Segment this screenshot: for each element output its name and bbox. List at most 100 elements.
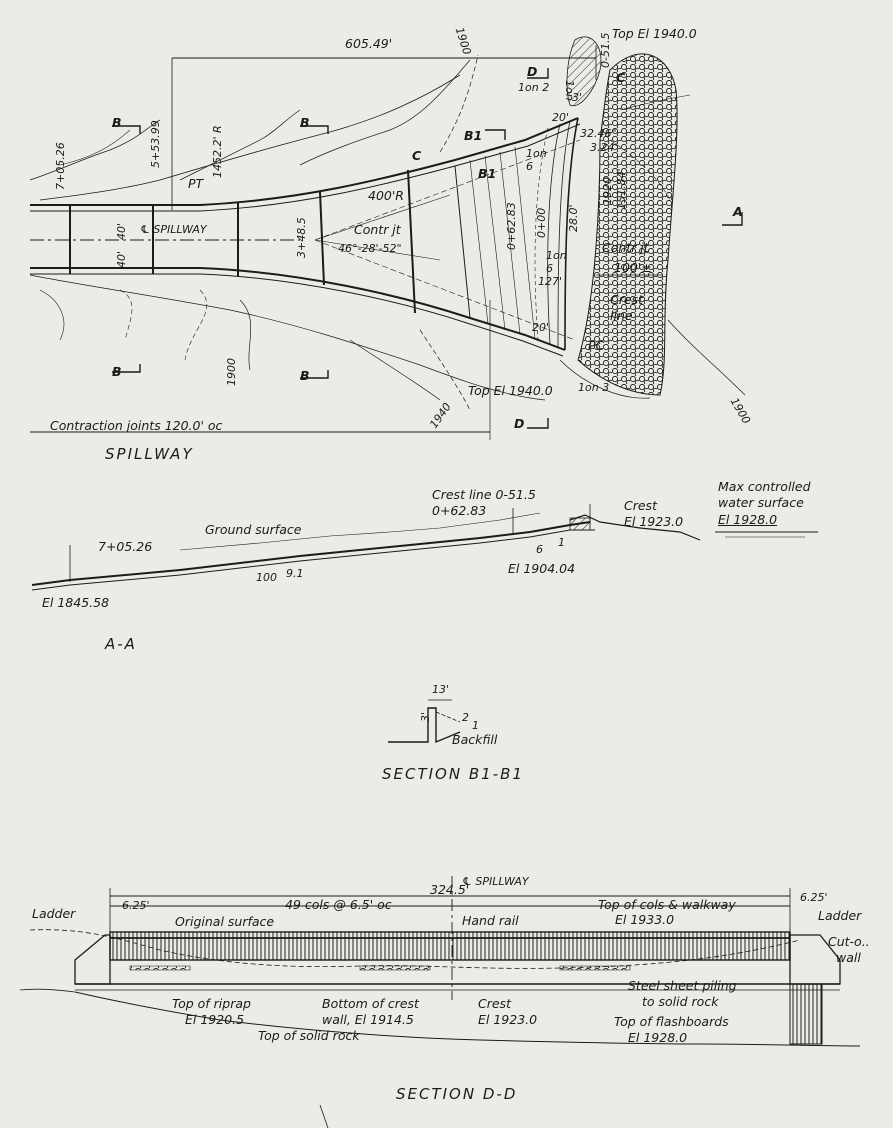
aa-water-surface: water surface xyxy=(718,495,804,510)
plan-radius-1452: 1452.2' R xyxy=(211,125,224,178)
dd-cols: 49 cols @ 6.5' oc xyxy=(285,897,392,912)
plan-top-el-lower: Top El 1940.0 xyxy=(468,383,553,398)
plan-dim-20-upper: 20' xyxy=(552,111,570,124)
section-dd-view xyxy=(19,876,861,1128)
plan-contour-1900-left: 1900 xyxy=(225,358,238,386)
aa-slope-6: 6 xyxy=(536,543,543,556)
plan-dim-151-84: 151.84' xyxy=(615,168,628,210)
plan-dim-32-46: 32.46" xyxy=(580,127,617,140)
plan-slope-1on3: 1on 3 xyxy=(578,381,610,394)
dd-hand-rail: Hand rail xyxy=(462,913,519,928)
dd-original-surface: Original surface xyxy=(175,914,275,929)
aa-station-0-62-83: 0+62.83 xyxy=(432,503,487,518)
aa-crest: Crest xyxy=(624,498,657,513)
plan-title: SPILLWAY xyxy=(105,445,194,463)
dd-dim-6-25-right: 6.25' xyxy=(800,891,828,904)
plan-station-7-05-26: 7+05.26 xyxy=(54,142,67,190)
plan-slope-1on6-lower: 1on 6 xyxy=(546,249,567,275)
plan-section-b-left-upper: B xyxy=(112,115,122,130)
plan-section-b-left-lower: B xyxy=(112,364,122,379)
plan-dim-127: 127' xyxy=(538,275,563,288)
plan-station-5-53-99: 5+53.99 xyxy=(149,120,162,168)
dd-cutoff-2: wall xyxy=(836,950,861,965)
aa-crest-line: Crest line 0-51.5 xyxy=(432,487,536,502)
dd-flashboards-el: El 1928.0 xyxy=(628,1030,688,1045)
plan-section-d-lower: D xyxy=(514,416,525,431)
plan-overall-dimension: 605.49' xyxy=(345,36,393,51)
aa-ground-surface: Ground surface xyxy=(205,522,302,537)
plan-dim-1920: 1920 xyxy=(601,177,614,205)
dd-dim-324-5: 324.5' xyxy=(430,882,470,897)
dd-solid-rock: Top of solid rock xyxy=(258,1028,360,1043)
plan-dim-3ft: 3' xyxy=(572,91,583,104)
plan-section-a: A xyxy=(733,204,743,219)
dd-top-cols: Top of cols & walkway xyxy=(598,897,736,912)
dd-steel-2: to solid rock xyxy=(642,994,719,1009)
plan-section-c-upper: C xyxy=(616,70,626,85)
plan-dim-3-24: 3.24' xyxy=(590,141,618,154)
plan-section-b-right-upper: B xyxy=(300,115,310,130)
dd-crest-el: El 1923.0 xyxy=(478,1012,538,1027)
dd-ladder-right: Ladder xyxy=(818,908,862,923)
plan-dim-28: 28.0' xyxy=(567,204,580,232)
plan-slope-1on-upper: 1on xyxy=(563,80,576,101)
plan-dim-20-lower: 20' xyxy=(532,321,550,334)
dd-top-riprap: Top of riprap xyxy=(172,996,251,1011)
plan-slope-1on6-upper: 1on 6 xyxy=(526,147,547,173)
b1-dim-13: 13' xyxy=(432,683,450,696)
b1-dim-3: 3' xyxy=(419,711,432,722)
plan-station-0-51-5: 0-51.5 xyxy=(599,32,612,68)
plan-pt-label: PT xyxy=(188,176,204,191)
plan-section-d-upper: D xyxy=(527,64,538,79)
b1-title: SECTION B1-B1 xyxy=(382,765,524,783)
dd-dim-6-25-left: 6.25' xyxy=(122,899,150,912)
plan-contr-jt-1: Contr jt xyxy=(354,222,401,237)
aa-slope-100: 100 xyxy=(256,571,277,584)
aa-max-el: El 1928.0 xyxy=(718,512,778,527)
aa-station-7-05-26: 7+05.26 xyxy=(98,539,153,554)
aa-el-1845: El 1845.58 xyxy=(42,595,110,610)
dd-bottom-wall: Bottom of crest xyxy=(322,996,419,1011)
dd-cutoff-1: Cut-o.. xyxy=(828,934,870,949)
dd-centerline-spillway: ℄ SPILLWAY xyxy=(462,875,529,888)
b1-backfill: Backfill xyxy=(452,732,498,747)
aa-slope-9-1: 9.1 xyxy=(286,567,304,580)
aa-title: A-A xyxy=(105,635,137,653)
b1-slope-2: 2 xyxy=(462,711,469,724)
section-aa-view xyxy=(31,504,818,591)
dd-bottom-wall-el: wall, El 1914.5 xyxy=(322,1012,414,1027)
plan-view xyxy=(29,36,746,440)
plan-contr-jt-2: Contr jt xyxy=(602,240,649,255)
plan-dim-100: 100'± xyxy=(614,260,652,275)
plan-section-b1-upper: B1 xyxy=(464,128,483,143)
section-b1-view xyxy=(388,699,461,744)
aa-el-1904: El 1904.04 xyxy=(508,561,576,576)
plan-centerline-spillway: ℄ SPILLWAY xyxy=(140,223,207,236)
dd-steel-1: Steel sheet piling xyxy=(628,978,737,993)
plan-radius-400: 400'R xyxy=(368,188,404,203)
aa-slope-1: 1 xyxy=(558,536,565,549)
plan-section-b1-lower: B1 xyxy=(478,166,497,181)
plan-pc-label: PC xyxy=(588,338,605,353)
plan-slope-1on2: 1on 2 xyxy=(518,81,550,94)
plan-angle: 46°-28'-52" xyxy=(338,242,402,255)
dd-title: SECTION D-D xyxy=(396,1085,518,1103)
plan-station-3-48-5: 3+48.5 xyxy=(295,217,308,258)
aa-max-controlled: Max controlled xyxy=(718,479,811,494)
dd-crest: Crest xyxy=(478,996,511,1011)
plan-dim-40b: 40' xyxy=(115,250,128,268)
aa-crest-el: El 1923.0 xyxy=(624,514,684,529)
dd-top-cols-el: El 1933.0 xyxy=(615,912,675,927)
b1-slope-1: 1 xyxy=(472,719,479,732)
plan-top-el-upper: Top El 1940.0 xyxy=(612,26,697,41)
dd-riprap-el: El 1920.5 xyxy=(185,1012,245,1027)
plan-section-c-mid: C xyxy=(412,148,422,163)
dd-flashboards: Top of flashboards xyxy=(614,1014,729,1029)
plan-contraction-joints: Contraction joints 120.0' oc xyxy=(50,418,223,433)
plan-station-0-00: 0+00 xyxy=(535,207,548,238)
plan-crest-line: Crest line xyxy=(610,292,643,324)
dd-ladder-left: Ladder xyxy=(32,906,76,921)
plan-section-b-right-lower: B xyxy=(300,368,310,383)
